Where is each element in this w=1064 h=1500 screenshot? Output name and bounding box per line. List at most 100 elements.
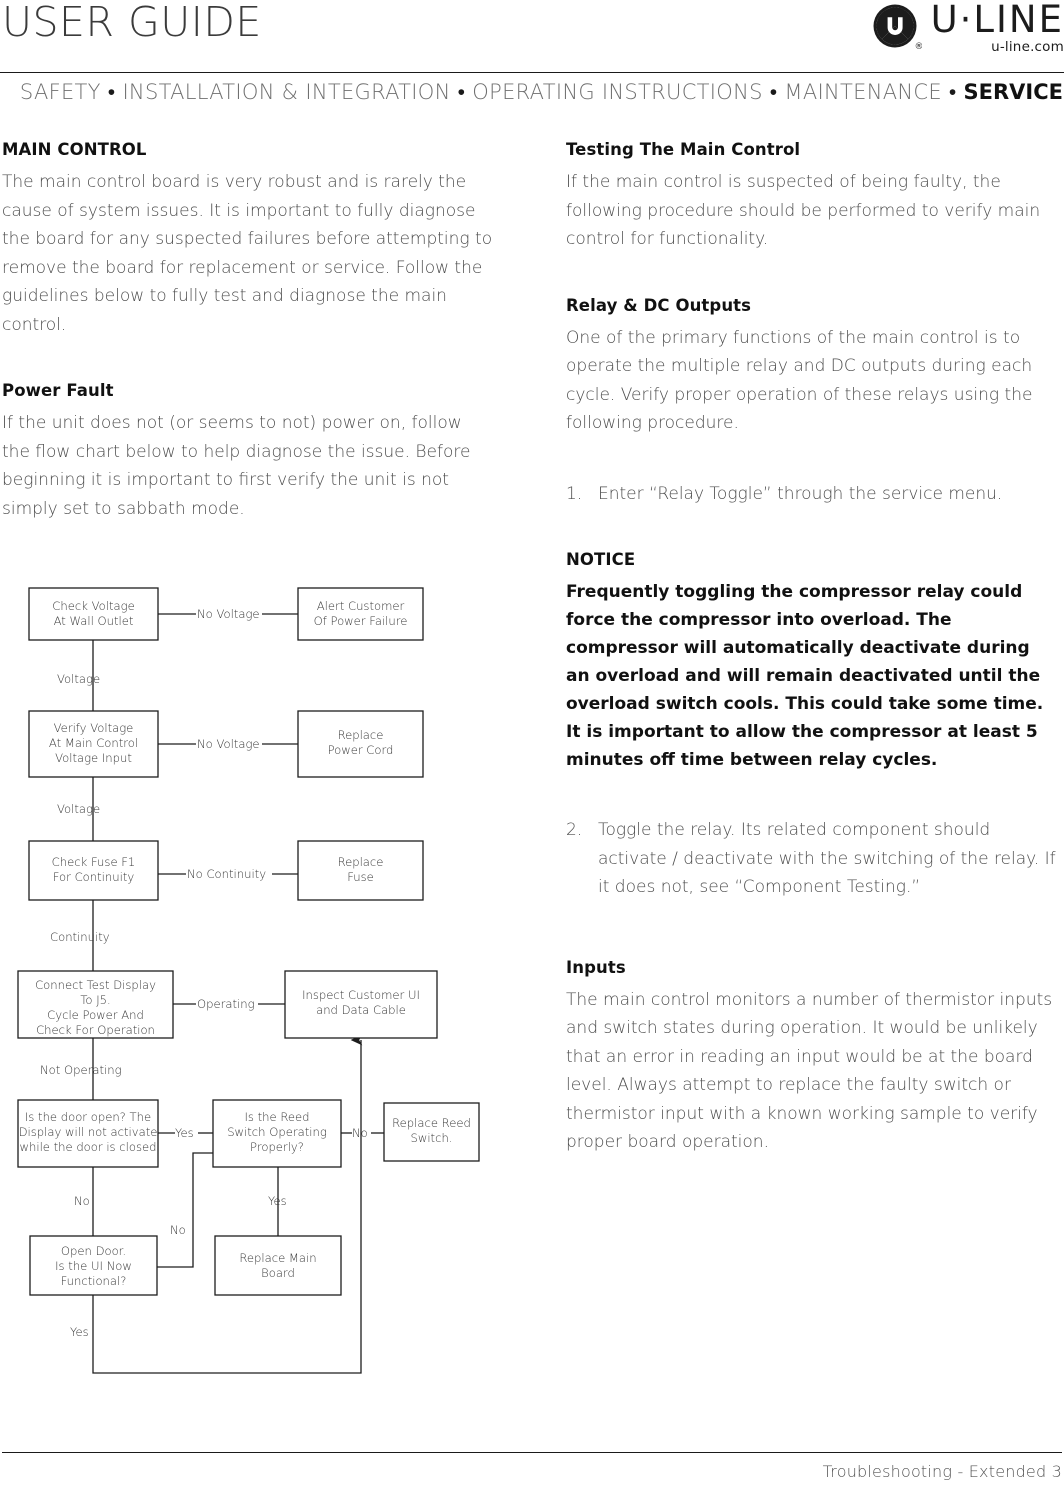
list-item: 2. Toggle the relay. Its related compone…	[566, 816, 1058, 902]
spacer	[566, 800, 1058, 816]
paragraph-relay-dc-outputs: One of the primary functions of the main…	[566, 327, 1033, 434]
node-reed-switch-line1: Is the Reed	[244, 1110, 309, 1124]
paragraph-power-fault: If the unit does not (or seems to not) p…	[2, 413, 471, 519]
node-replace-reed-switch	[383, 1102, 480, 1162]
node-verify-main-control	[28, 710, 159, 778]
nav-item-maintenance[interactable]: MAINTENANCE	[784, 80, 942, 104]
node-verify-main-control-line1: Verify Voltage	[54, 721, 134, 735]
node-replace-main-board	[214, 1235, 342, 1296]
nav-item-installation[interactable]: INSTALLATION & INTEGRATION	[122, 80, 451, 104]
footer-divider	[2, 1452, 1062, 1453]
edge-label-no-reed: No	[352, 1126, 368, 1140]
heading-inputs: Inputs	[566, 957, 626, 977]
node-check-wall-outlet-line1: Check Voltage	[52, 599, 134, 613]
heading-power-fault: Power Fault	[2, 381, 114, 400]
node-open-door-line2: Is the UI Now	[55, 1259, 132, 1273]
edge-label-yes-door: Yes	[175, 1126, 194, 1140]
edge-label-voltage-1: Voltage	[57, 672, 100, 686]
node-check-wall-outlet-line2: At Wall Outlet	[54, 614, 134, 628]
node-check-wall-outlet	[28, 587, 159, 641]
paragraph-testing-main-control: If the main control is suspected of bein…	[566, 172, 1041, 249]
node-connect-test-display-line4: Check For Operation	[36, 1023, 155, 1037]
node-door-open-line1: Is the door open? The	[25, 1110, 151, 1124]
node-inspect-customer-ui	[284, 970, 438, 1039]
node-connect-test-display-line3: Cycle Power And	[47, 1008, 144, 1022]
page-title: USER GUIDE	[2, 0, 262, 46]
edge-label-no-reed-left: No	[170, 1223, 186, 1237]
edge-label-no-voltage-1: No Voltage	[197, 607, 260, 621]
node-alert-customer-line1: Alert Customer	[317, 599, 405, 613]
node-replace-main-board-line2: Board	[261, 1266, 295, 1280]
step-text: Toggle the relay. Its related component …	[598, 820, 1056, 897]
node-replace-main-board-line1: Replace Main	[239, 1251, 316, 1265]
node-alert-customer-line2: Of Power Failure	[314, 614, 408, 628]
nav-separator: •	[457, 80, 466, 104]
edge-label-continuity: Continuity	[50, 930, 110, 944]
heading-main-control: MAIN CONTROL	[2, 140, 147, 159]
nav-item-operating-instructions[interactable]: OPERATING INSTRUCTIONS	[472, 80, 763, 104]
node-verify-main-control-line2: At Main Control	[49, 736, 138, 750]
spacer	[566, 280, 1058, 296]
node-inspect-customer-ui-line1: Inspect Customer UI	[302, 988, 420, 1002]
node-replace-power-cord-line2: Power Cord	[328, 743, 394, 757]
section-nav: SAFETY • INSTALLATION & INTEGRATION • OP…	[0, 80, 1064, 105]
node-open-door-line1: Open Door.	[61, 1244, 126, 1258]
node-door-open-line3: while the door is closed	[20, 1140, 157, 1154]
node-open-door-line3: Functional?	[61, 1274, 127, 1288]
step-text: Enter “Relay Toggle” through the service…	[598, 483, 1003, 504]
edge-label-yes-reed: Yes	[268, 1194, 287, 1208]
uline-website-url: u-line.com	[991, 39, 1064, 56]
header-divider	[0, 72, 1064, 73]
heading-relay-dc-outputs: Relay & DC Outputs	[566, 295, 752, 315]
node-replace-reed-switch-line2: Switch.	[410, 1131, 452, 1145]
node-verify-main-control-line3: Voltage Input	[55, 751, 132, 765]
edge-label-voltage-2: Voltage	[57, 802, 100, 816]
node-reed-switch-line2: Switch Operating	[227, 1125, 327, 1139]
node-reed-switch-line3: Properly?	[250, 1140, 304, 1154]
node-open-door	[29, 1235, 158, 1296]
node-replace-reed-switch-line1: Replace Reed	[392, 1116, 471, 1130]
power-fault-flowchart: Check Voltage At Wall Outlet Alert Custo…	[0, 565, 500, 1390]
paragraph-notice: Frequently toggling the compressor relay…	[566, 582, 1044, 770]
node-connect-test-display	[17, 970, 174, 1039]
spacer	[566, 534, 1058, 550]
procedure-step-1: 1. Enter “Relay Toggle” through the serv…	[566, 480, 1058, 509]
list-item: 1. Enter “Relay Toggle” through the serv…	[566, 480, 1058, 509]
node-replace-power-cord	[297, 710, 424, 778]
uline-wordmark: U·LINE	[930, 0, 1064, 41]
paragraph-main-control: The main control board is very robust an…	[2, 172, 493, 335]
nav-separator: •	[948, 80, 957, 104]
node-reed-switch	[212, 1099, 342, 1168]
nav-separator: •	[107, 80, 116, 104]
step-number: 2.	[566, 820, 583, 840]
edge-label-not-operating: Not Operating	[40, 1063, 122, 1077]
node-check-fuse-line2: For Continuity	[53, 870, 135, 884]
step-number: 1.	[566, 483, 583, 504]
heading-testing-main-control: Testing The Main Control	[566, 140, 801, 159]
nav-item-safety[interactable]: SAFETY	[19, 80, 101, 104]
node-replace-fuse-line1: Replace	[338, 855, 384, 869]
spacer	[566, 464, 1058, 480]
spacer	[2, 365, 494, 381]
node-replace-power-cord-line1: Replace	[338, 728, 384, 742]
right-column: Testing The Main Control If the main con…	[566, 140, 1058, 1157]
edge-yes-open-door	[92, 1034, 363, 1374]
procedure-step-2: 2. Toggle the relay. Its related compone…	[566, 816, 1058, 902]
uline-logo-mark-icon: ®	[872, 3, 923, 53]
footer-page-label: Troubleshooting - Extended 3	[822, 1462, 1062, 1481]
node-replace-fuse-line2: Fuse	[347, 870, 374, 884]
left-column: MAIN CONTROL The main control board is v…	[2, 140, 494, 523]
node-connect-test-display-line2: To J5.	[80, 993, 110, 1007]
node-alert-customer	[297, 587, 424, 641]
node-replace-fuse	[297, 840, 424, 901]
node-check-fuse-line1: Check Fuse F1	[52, 855, 136, 869]
nav-separator: •	[769, 80, 778, 104]
page-header: USER GUIDE ® U·LINE u-line.com	[0, 0, 1064, 60]
nav-item-service-active[interactable]: SERVICE	[963, 80, 1063, 104]
node-door-open-line2: Display will not activate	[19, 1125, 158, 1139]
node-inspect-customer-ui-line2: and Data Cable	[316, 1003, 406, 1017]
edge-label-operating: Operating	[197, 997, 255, 1011]
node-check-fuse	[28, 840, 159, 901]
edge-no-reed-left	[157, 1152, 213, 1268]
edge-label-yes-open-door: Yes	[70, 1325, 89, 1339]
